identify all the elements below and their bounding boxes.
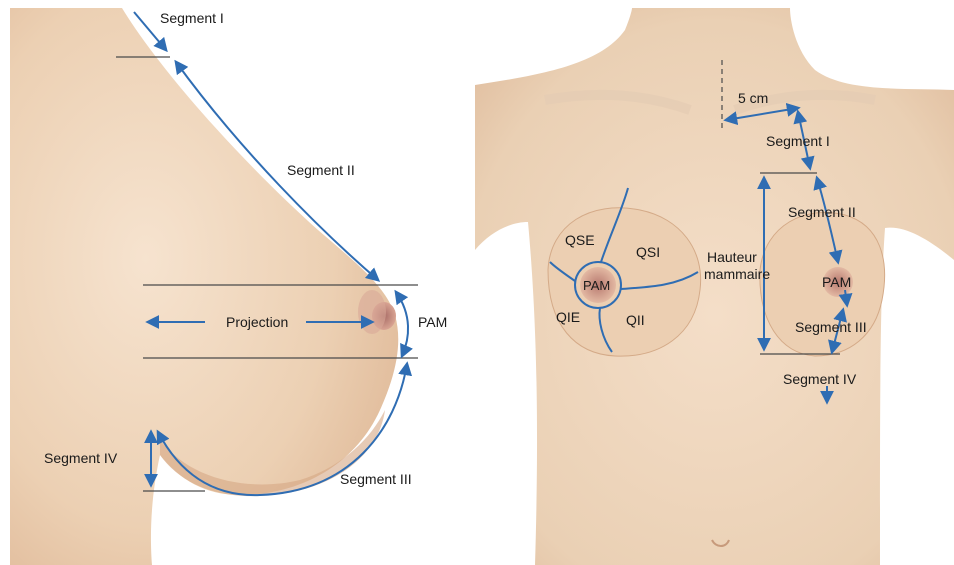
label-hauteur-line1: Hauteur xyxy=(707,249,757,265)
label-qii: QII xyxy=(626,312,645,328)
label-segment1-right: Segment I xyxy=(766,133,830,149)
label-segment4-right: Segment IV xyxy=(783,371,857,387)
label-segment3-left: Segment III xyxy=(340,471,412,487)
left-panel: Segment I Segment II Projection PAM Segm… xyxy=(10,8,447,565)
profile-areola xyxy=(358,290,386,334)
label-pam-left: PAM xyxy=(418,314,447,330)
label-segment2-right: Segment II xyxy=(788,204,856,220)
label-hauteur-line2: mammaire xyxy=(704,266,770,282)
label-segment4-left: Segment IV xyxy=(44,450,118,466)
right-panel: 5 cm Segment I Segment II Hauteur mammai… xyxy=(475,8,954,565)
label-5cm: 5 cm xyxy=(738,90,768,106)
label-qsi: QSI xyxy=(636,244,660,260)
label-segment2-left: Segment II xyxy=(287,162,355,178)
label-qie: QIE xyxy=(556,309,580,325)
label-pam-right: PAM xyxy=(822,274,851,290)
label-projection: Projection xyxy=(226,314,288,330)
label-segment1-left: Segment I xyxy=(160,10,224,26)
label-segment3-right: Segment III xyxy=(795,319,867,335)
label-qse: QSE xyxy=(565,232,595,248)
label-pam-left-breast: PAM xyxy=(583,278,610,293)
